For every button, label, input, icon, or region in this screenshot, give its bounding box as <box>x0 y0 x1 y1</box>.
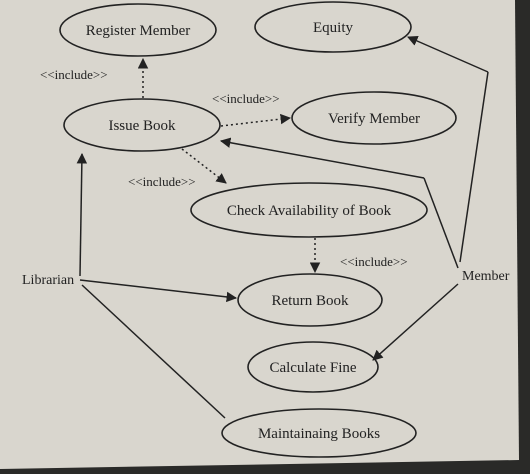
use-case-register-member: Register Member <box>59 3 217 57</box>
use-case-label: Return Book <box>271 293 349 309</box>
association-member-equity <box>459 71 489 263</box>
use-case-label: Calculate Fine <box>269 360 356 376</box>
use-case-verify-member: Verify Member <box>291 91 457 145</box>
use-case-issue-book: Issue Book <box>63 98 221 152</box>
include-label: <<include>> <box>40 67 108 82</box>
include-label: <<include>> <box>340 254 408 269</box>
use-case-label: Equity <box>313 20 353 36</box>
association-member-equity-head <box>407 35 489 73</box>
use-case-return-book: Return Book <box>237 273 383 327</box>
use-case-calculate-fine: Calculate Fine <box>247 341 379 393</box>
association-member-issue-book-head <box>219 137 425 179</box>
association-member-calculate-fine <box>372 283 459 361</box>
use-case-label: Register Member <box>86 23 191 39</box>
use-case-label: Maintainaing Books <box>258 426 380 442</box>
include-arrow-issue-to-verify <box>220 113 292 127</box>
use-case-equity: Equity <box>254 1 412 53</box>
association-librarian-issue-book <box>76 152 88 277</box>
use-case-check-availability: Check Availability of Book <box>190 182 428 238</box>
actor-member: Member <box>462 269 510 284</box>
use-case-label: Check Availability of Book <box>227 203 392 219</box>
use-case-label: Issue Book <box>108 118 176 134</box>
association-member-issue-book <box>423 177 459 269</box>
include-label: <<include>> <box>128 174 196 189</box>
use-case-label: Verify Member <box>328 111 420 127</box>
include-arrow-issue-to-check <box>181 148 227 184</box>
actor-librarian: Librarian <box>22 273 74 288</box>
use-case-maintaining-books: Maintainaing Books <box>221 408 417 458</box>
association-librarian-maintaining-books <box>81 284 226 419</box>
association-librarian-return-book <box>79 279 238 303</box>
include-label: <<include>> <box>212 91 280 106</box>
